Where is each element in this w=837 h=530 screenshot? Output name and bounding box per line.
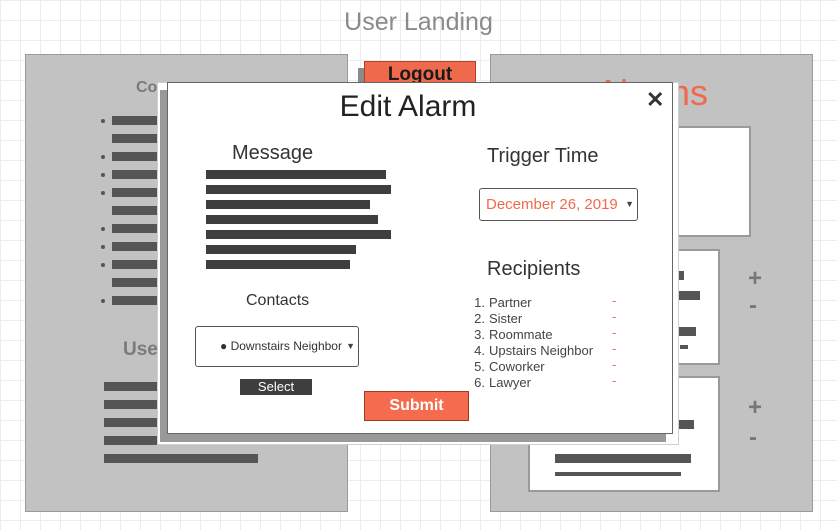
remove-alarm-button[interactable]: - bbox=[749, 424, 757, 451]
contact-placeholder bbox=[112, 206, 162, 215]
alarm-placeholder bbox=[555, 454, 691, 463]
submit-button[interactable]: Submit bbox=[364, 391, 469, 421]
logout-shadow bbox=[358, 68, 366, 82]
trigger-time-label: Trigger Time bbox=[487, 145, 599, 167]
contact-placeholder bbox=[112, 152, 162, 161]
dialog-title: Edit Alarm bbox=[339, 90, 477, 123]
contact-placeholder bbox=[112, 134, 162, 143]
list-bullet bbox=[101, 299, 105, 303]
alarm-placeholder bbox=[678, 271, 684, 280]
recipient-item: 1.Partner- bbox=[474, 293, 617, 310]
remove-recipient-button[interactable]: - bbox=[612, 357, 617, 372]
message-line bbox=[206, 215, 378, 224]
remove-recipient-button[interactable]: - bbox=[612, 325, 617, 340]
message-line bbox=[206, 170, 386, 179]
contact-placeholder bbox=[112, 116, 162, 125]
chevron-down-icon: ▼ bbox=[625, 199, 634, 209]
message-line bbox=[206, 185, 391, 194]
user-placeholder bbox=[104, 400, 164, 409]
contact-placeholder bbox=[112, 242, 162, 251]
recipient-item: 2.Sister- bbox=[474, 309, 617, 326]
contacts-dropdown[interactable]: ● Downstairs Neighbor ▼ bbox=[195, 326, 359, 367]
alarm-placeholder bbox=[680, 345, 688, 349]
user-placeholder bbox=[104, 454, 258, 463]
recipients-list: 1.Partner- 2.Sister- 3.Roommate- 4.Upsta… bbox=[468, 293, 628, 391]
trigger-time-dropdown[interactable]: December 26, 2019 ▼ bbox=[479, 188, 638, 221]
recipient-item: 3.Roommate- bbox=[474, 325, 617, 342]
add-alarm-button[interactable]: + bbox=[748, 265, 763, 292]
page-title: User Landing bbox=[344, 8, 493, 36]
edit-alarm-dialog: Edit Alarm ✕ Message Contacts ● Downstai… bbox=[167, 82, 673, 434]
contact-placeholder bbox=[112, 188, 162, 197]
contact-placeholder bbox=[112, 260, 162, 269]
recipient-item: 4.Upstairs Neighbor- bbox=[474, 341, 617, 358]
contacts-selected-value: ● Downstairs Neighbor bbox=[220, 339, 342, 353]
select-button[interactable]: Select bbox=[240, 379, 312, 395]
users-panel-heading: Use bbox=[123, 339, 158, 360]
message-line bbox=[206, 200, 370, 209]
contact-placeholder bbox=[112, 170, 162, 179]
remove-recipient-button[interactable]: - bbox=[612, 293, 617, 308]
contacts-label: Contacts bbox=[246, 292, 310, 309]
remove-recipient-button[interactable]: - bbox=[612, 373, 617, 388]
contact-placeholder bbox=[112, 224, 162, 233]
message-line bbox=[206, 260, 350, 269]
trigger-time-value: December 26, 2019 bbox=[486, 196, 618, 213]
list-bullet bbox=[101, 245, 105, 249]
list-bullet bbox=[101, 119, 105, 123]
user-placeholder bbox=[104, 436, 164, 445]
alarm-placeholder bbox=[676, 327, 696, 336]
contacts-panel-heading: Co bbox=[136, 79, 158, 96]
message-line bbox=[206, 245, 356, 254]
contact-placeholder bbox=[112, 278, 162, 287]
chevron-down-icon: ▼ bbox=[346, 341, 355, 351]
remove-recipient-button[interactable]: - bbox=[612, 309, 617, 324]
alarm-placeholder bbox=[672, 291, 700, 300]
add-alarm-button[interactable]: + bbox=[748, 394, 763, 421]
remove-recipient-button[interactable]: - bbox=[612, 341, 617, 356]
message-line bbox=[206, 230, 391, 239]
close-icon[interactable]: ✕ bbox=[646, 87, 665, 112]
contact-placeholder bbox=[112, 296, 162, 305]
message-label: Message bbox=[232, 142, 314, 164]
user-placeholder bbox=[104, 418, 164, 427]
list-bullet bbox=[101, 155, 105, 159]
list-bullet bbox=[101, 191, 105, 195]
remove-alarm-button[interactable]: - bbox=[749, 292, 757, 319]
list-bullet bbox=[101, 263, 105, 267]
alarm-placeholder bbox=[555, 472, 681, 476]
list-bullet bbox=[101, 227, 105, 231]
recipient-item: 5.Coworker- bbox=[474, 357, 617, 374]
recipient-item: 6.Lawyer- bbox=[474, 373, 617, 390]
list-bullet bbox=[101, 173, 105, 177]
user-placeholder bbox=[104, 382, 164, 391]
recipients-label: Recipients bbox=[487, 258, 581, 280]
